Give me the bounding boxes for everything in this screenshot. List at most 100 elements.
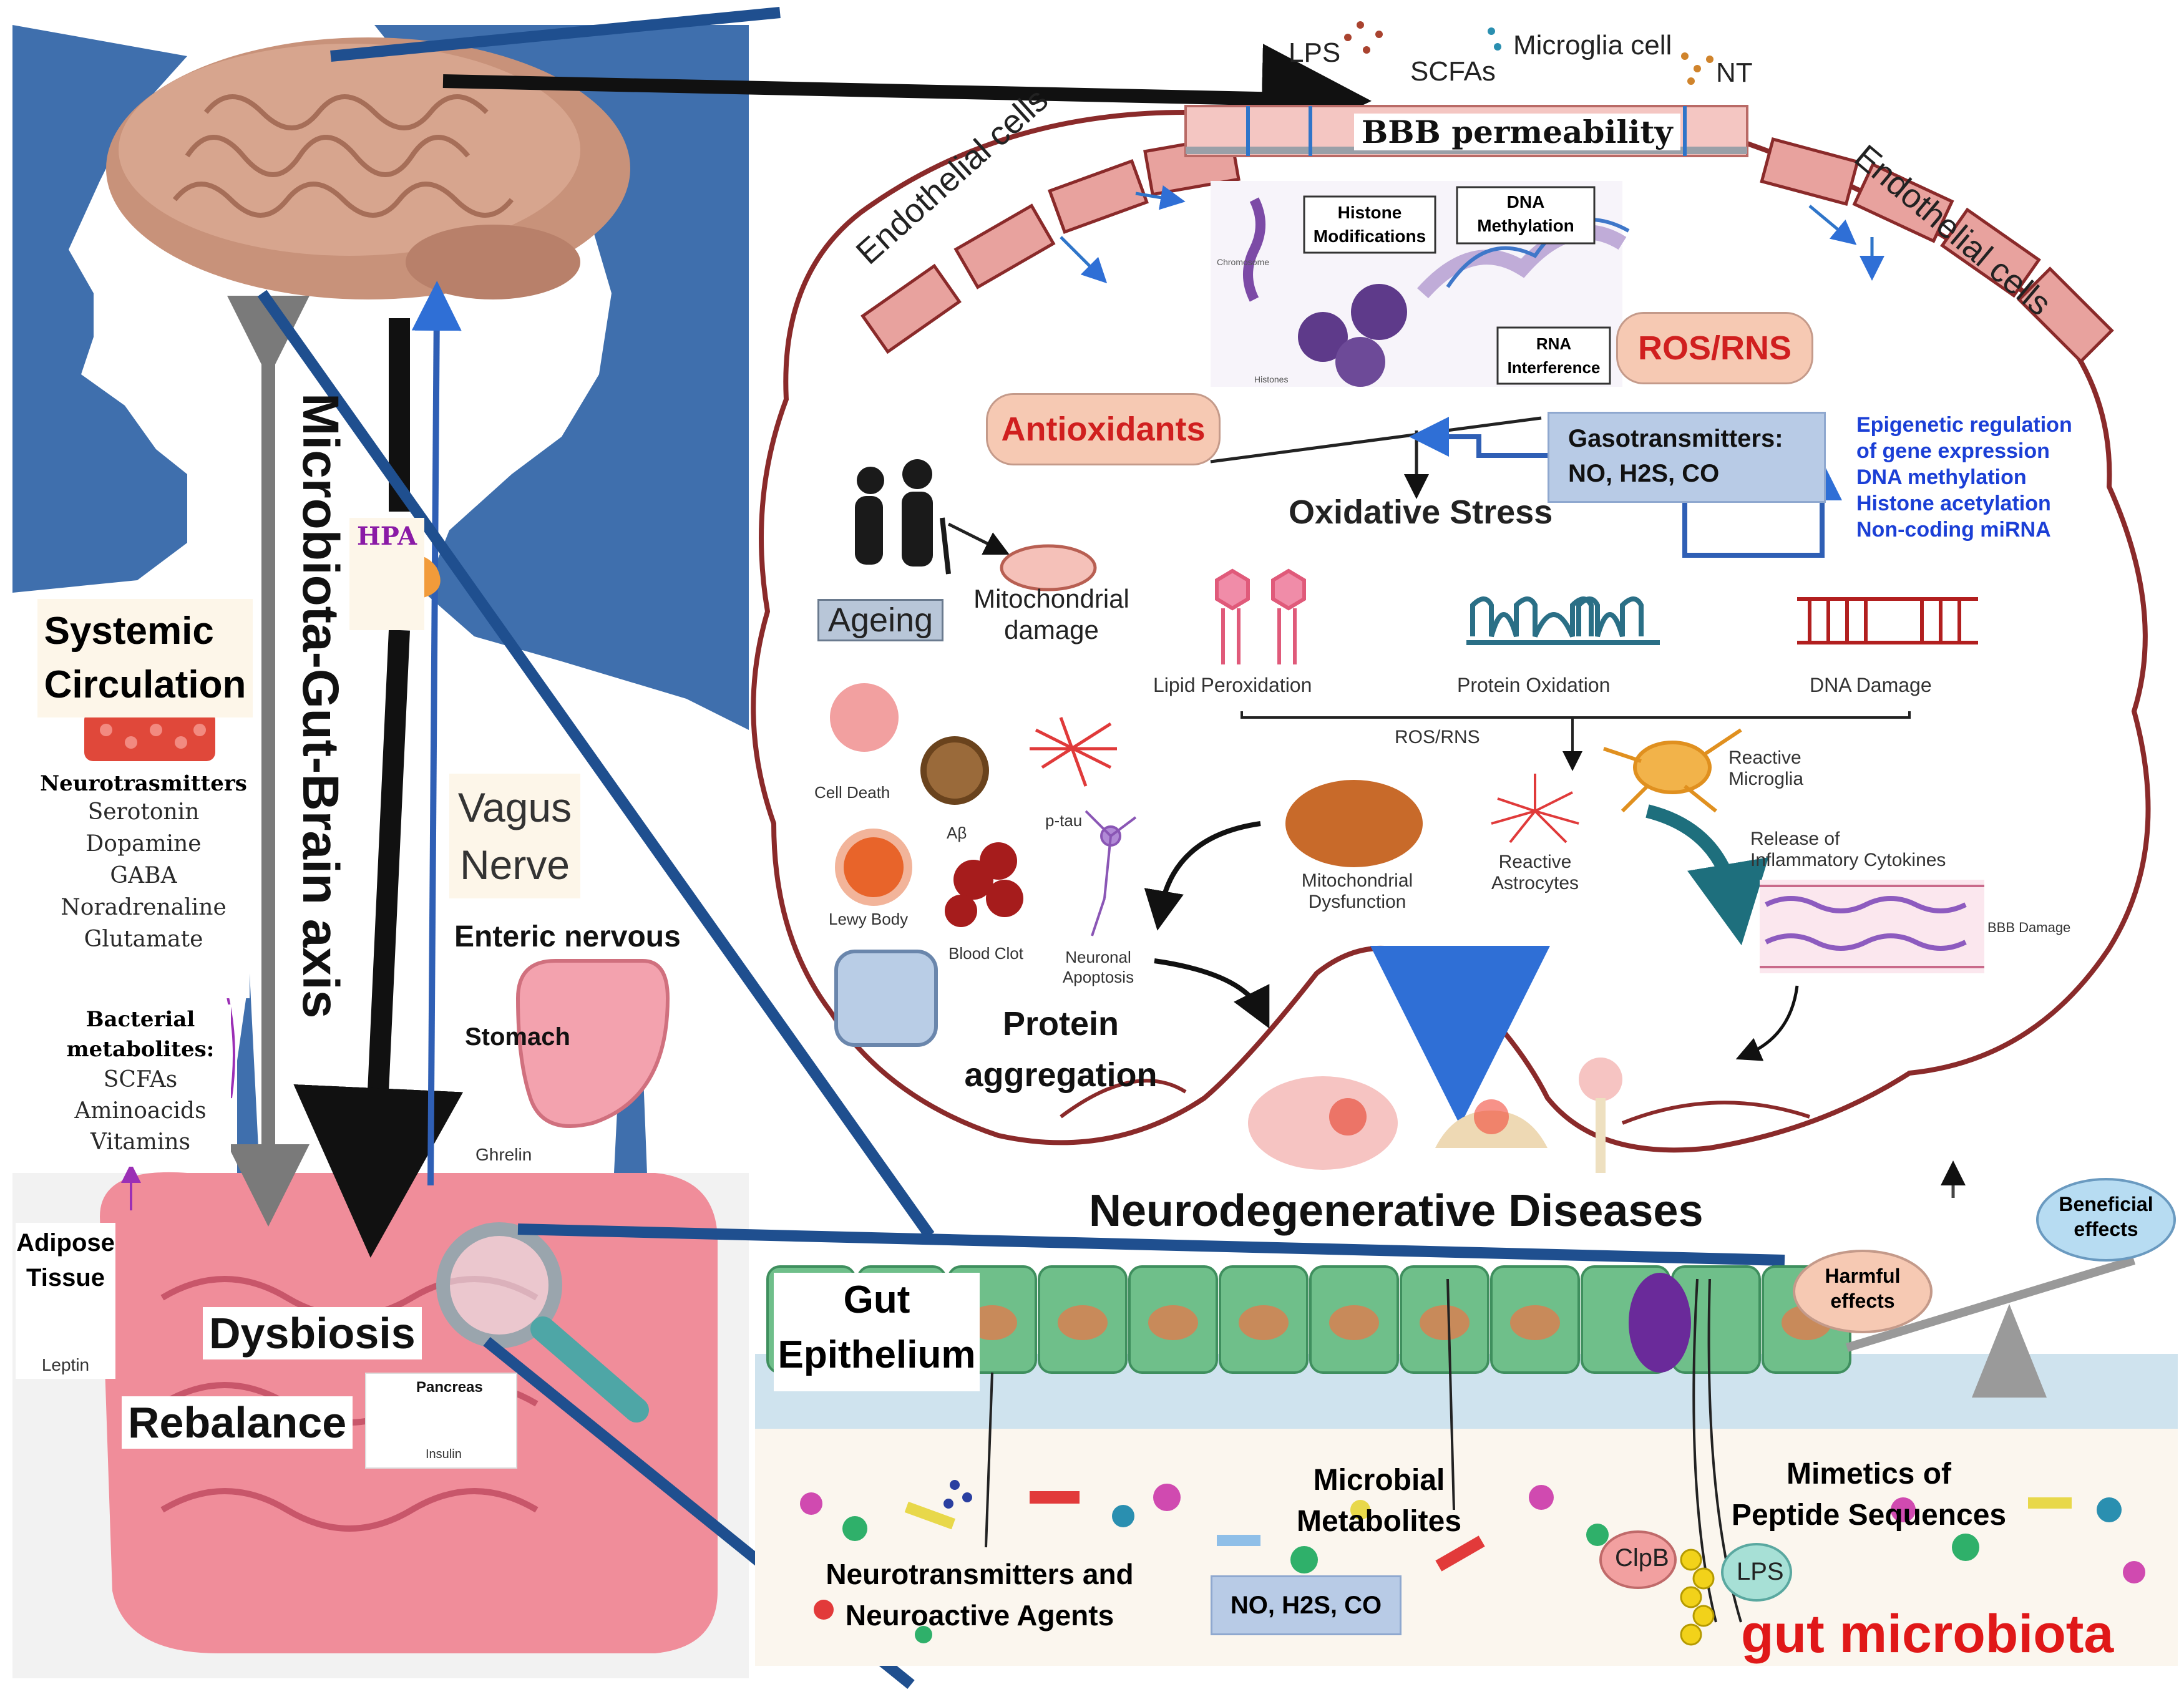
harmful-label: Harmful effects — [1800, 1263, 1925, 1313]
reactive-astrocytes-label: Reactive Astrocytes — [1473, 852, 1597, 894]
blood-vessel-icon — [84, 711, 215, 761]
mimetics-line2: Peptide Sequences — [1731, 1499, 2007, 1532]
brain-disease-spot — [1329, 1098, 1367, 1136]
histone-label: Histone Modifications — [1313, 203, 1426, 246]
vagus-blue-arrow — [411, 281, 462, 1186]
lipid-peroxidation-label: Lipid Peroxidation — [1153, 674, 1312, 696]
ghrelin-label: Ghrelin — [475, 1145, 532, 1164]
goblet-cell — [1629, 1273, 1691, 1373]
cell-death-icon — [830, 683, 899, 752]
ros-rns-small-label: ROS/RNS — [1395, 727, 1480, 747]
microbial-line1: Microbial — [1313, 1464, 1445, 1497]
neurotransmitter-item: Serotonin — [87, 799, 200, 825]
dna-methylation-box — [1456, 186, 1596, 245]
systemic-title-line2: Circulation — [44, 663, 246, 706]
lipid-peroxidation-icon — [1215, 568, 1306, 664]
oxidative-stress-label: Oxidative Stress — [1289, 494, 1553, 531]
lewy-body-label: Lewy Body — [829, 910, 909, 928]
neuronal-apoptosis-line2: Apoptosis — [1062, 968, 1134, 986]
lps-top-label: LPS — [1289, 37, 1341, 68]
cytokines-line2: Inflammatory Cytokines — [1750, 850, 1946, 870]
reactive-microglia-icon — [1603, 728, 1742, 813]
microglia-top-label: Microglia cell — [1513, 30, 1672, 61]
epigenetic-item: of gene expression — [1856, 439, 2050, 463]
neurotransmitters-heading: Neurotrasmitters — [40, 771, 247, 796]
stomach-icon — [515, 959, 670, 1128]
insulin-label: Insulin — [426, 1447, 462, 1461]
gut-lps-label: LPS — [1737, 1558, 1784, 1585]
epigenetic-item: DNA methylation — [1856, 465, 2027, 489]
ptau-icon — [1030, 717, 1117, 787]
protein-oxidation-icon — [1466, 596, 1660, 645]
gut-epithelium-line1: Gut — [843, 1278, 910, 1321]
protein-aggregate-icon — [834, 950, 938, 1047]
elderly-couple-icon — [855, 459, 951, 575]
lps-particles — [1344, 21, 1383, 54]
nerve-disease-icon — [1579, 1058, 1622, 1173]
arrow-mito-to-aggregates — [1144, 821, 1261, 931]
adipose-line1: Adipose — [16, 1229, 115, 1257]
bbb-blue-arrows — [1060, 185, 1884, 284]
gasotransmitter-connector — [1409, 417, 1548, 458]
neurotransmitter-item: Glutamate — [84, 926, 203, 952]
chromosome-label: Chromosome — [1217, 257, 1270, 267]
dna-methylation-label: DNA Methylation — [1477, 192, 1574, 235]
neuronal-apoptosis-label: Neuronal Apoptosis — [1048, 947, 1148, 987]
pancreas-label: Pancreas — [416, 1379, 483, 1396]
pancreas-box: Pancreas Insulin — [365, 1373, 517, 1469]
hpa-label: HPA — [357, 522, 417, 551]
epigenetic-item: Non-coding miRNA — [1856, 518, 2051, 542]
cytokine-arrow — [1645, 804, 1769, 946]
gut-epithelium-line2: Epithelium — [778, 1333, 976, 1376]
reactive-microglia-label: Reactive Microglia — [1728, 747, 1853, 790]
neurodegenerative-title: Neurodegenerative Diseases — [1089, 1186, 1704, 1236]
mito-dysfunction-icon — [1285, 780, 1423, 867]
ageing-arrow — [947, 522, 1010, 555]
microbial-metabolites-label: Microbial Metabolites — [1285, 1460, 1473, 1542]
brain-bottom-folds — [1060, 1079, 1810, 1125]
neuroactive-agents-label: Neurotransmitters and Neuroactive Agents — [811, 1554, 1148, 1636]
stomach-label: Stomach — [465, 1023, 570, 1051]
reactive-microglia-line2: Microglia — [1728, 769, 1804, 789]
histones-label: Histones — [1254, 374, 1289, 384]
bbb-damage-illustration — [1760, 880, 1984, 973]
neurotransmitter-item: Dopamine — [85, 831, 202, 857]
clpb-yellow-chain — [1680, 1549, 1715, 1646]
adipose-line2: Tissue — [26, 1264, 105, 1291]
nt-particles — [1681, 52, 1714, 85]
vagus-line1: Vagus — [457, 784, 572, 830]
mimetics-label: Mimetics of Peptide Sequences — [1728, 1454, 2009, 1536]
brain-disease-icon — [1248, 1076, 1398, 1170]
clpb-label: ClpB — [1615, 1544, 1669, 1572]
antioxidant-connector — [1210, 416, 1542, 464]
abeta-label: Aβ — [947, 824, 967, 842]
bacterial-heading-1: Bacterial — [85, 1007, 195, 1032]
protein-oxidation-label: Protein Oxidation — [1457, 674, 1611, 696]
balance-beam — [1845, 1256, 2136, 1352]
microbe-particles — [800, 1480, 2145, 1643]
blood-clot-icon — [945, 842, 1023, 927]
systemic-title-line1: Systemic — [44, 610, 214, 653]
blood-clot-label: Blood Clot — [948, 944, 1023, 963]
protein-aggregation-line2: aggregation — [964, 1056, 1158, 1094]
dna-damage-icon — [1797, 597, 1978, 644]
bbb-permeability-label: BBB permeability — [1354, 114, 1680, 150]
beneficial-line1: Beneficial — [2059, 1193, 2153, 1215]
zoom-line-2 — [257, 289, 935, 1239]
rna-interference-box — [1496, 326, 1611, 385]
neuroactive-line1: Neurotransmitters and — [826, 1558, 1134, 1590]
brain-to-bbb-arrow — [442, 44, 1372, 154]
zoom-line-3 — [517, 1223, 1785, 1266]
cytokines-line1: Release of — [1750, 829, 1840, 849]
gut-gasotransmitters-box: NO, H2S, CO — [1211, 1575, 1402, 1635]
ageing-label: Ageing — [817, 599, 944, 641]
clpb-bubble — [1599, 1530, 1677, 1589]
magnifier-icon — [436, 1222, 649, 1422]
epigenetic-regulation-list: Epigenetic regulation of gene expression… — [1856, 412, 2168, 543]
neuronal-apoptosis-line1: Neuronal — [1065, 948, 1131, 966]
mito-dysfunction-line2: Dysfunction — [1308, 892, 1406, 912]
microglia-particles — [1488, 27, 1501, 51]
microbial-line2: Metabolites — [1296, 1505, 1462, 1538]
epigenetic-connector — [1682, 460, 1842, 558]
neuroactive-line2: Neuroactive Agents — [845, 1599, 1114, 1632]
